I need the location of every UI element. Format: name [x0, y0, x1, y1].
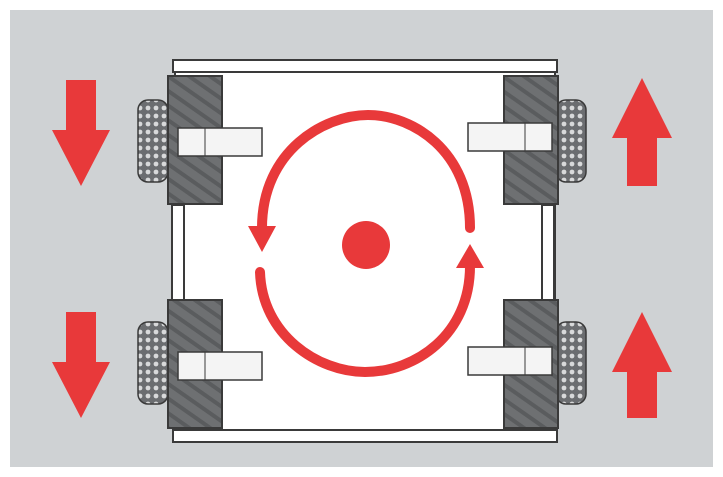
mecanum-wheel-icon	[137, 99, 169, 183]
rotation-arc-bottom	[255, 261, 475, 378]
rotation-arrows-icon	[248, 109, 484, 378]
arrowhead-left	[248, 226, 276, 252]
mecanum-wheel-icon	[555, 321, 587, 405]
wheel-module-rear-right	[467, 299, 587, 429]
motor-body	[467, 346, 553, 376]
wheel-module-front-right	[467, 75, 587, 205]
left-rail	[171, 204, 185, 301]
up-arrow-icon	[612, 78, 672, 186]
rotation-arc-top	[257, 109, 475, 233]
direction-arrow-front-right	[612, 78, 672, 186]
mecanum-wheel-icon	[555, 99, 587, 183]
rotation-center-icon	[342, 221, 390, 269]
motor-body	[177, 127, 263, 157]
down-arrow-icon	[52, 312, 110, 418]
right-rail	[541, 204, 555, 301]
arrowhead-right	[456, 244, 484, 268]
direction-arrow-front-left	[52, 80, 110, 186]
down-arrow-icon	[52, 80, 110, 186]
up-arrow-icon	[612, 312, 672, 418]
rear-rail	[172, 429, 558, 443]
direction-arrow-rear-left	[52, 312, 110, 418]
mecanum-wheel-icon	[137, 321, 169, 405]
motor-body	[467, 122, 553, 152]
front-rail	[172, 59, 558, 73]
wheel-module-front-left	[137, 75, 263, 205]
wheel-module-rear-left	[137, 299, 263, 429]
motor-body	[177, 351, 263, 381]
direction-arrow-rear-right	[612, 312, 672, 418]
